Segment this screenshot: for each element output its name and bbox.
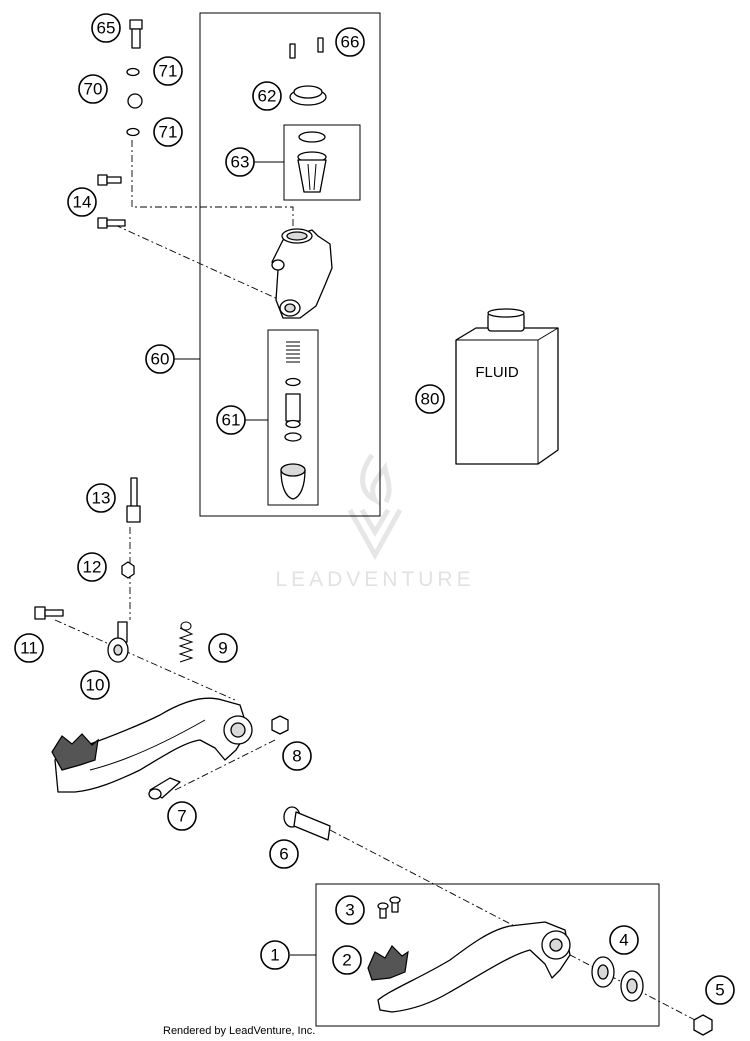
svg-text:7: 7	[177, 807, 186, 826]
membrane-63	[297, 131, 327, 193]
callout-71-top: 71	[153, 56, 183, 86]
svg-text:4: 4	[619, 931, 628, 950]
sealing-washer-71-top	[126, 67, 140, 77]
bearings-4	[591, 956, 644, 1002]
sealing-washer-71-bottom	[126, 127, 140, 137]
bolt-11	[34, 606, 64, 620]
svg-text:63: 63	[231, 153, 250, 172]
svg-text:3: 3	[345, 901, 354, 920]
callout-71-bottom: 71	[153, 117, 183, 147]
callout-9: 9	[208, 633, 238, 663]
svg-text:70: 70	[84, 80, 103, 99]
step-plate-2	[367, 945, 409, 981]
push-rod-13	[126, 477, 141, 523]
svg-text:13: 13	[92, 489, 111, 508]
callout-65: 65	[91, 13, 121, 43]
clevis-joint-10	[107, 621, 129, 663]
nut-8	[271, 715, 289, 735]
callout-12: 12	[77, 552, 107, 582]
svg-text:12: 12	[83, 558, 102, 577]
callout-5: 5	[705, 975, 735, 1005]
svg-text:10: 10	[86, 676, 105, 695]
callout-4: 4	[609, 925, 639, 955]
svg-text:65: 65	[97, 19, 116, 38]
watermark-text: LEADVENTURE	[275, 568, 474, 591]
callout-61: 61	[216, 405, 246, 435]
svg-text:5: 5	[715, 981, 724, 1000]
reservoir-cap-62	[289, 85, 327, 106]
nut-12	[121, 561, 135, 579]
svg-text:8: 8	[292, 747, 301, 766]
screw-14-bottom	[97, 217, 126, 229]
svg-text:71: 71	[159, 62, 178, 81]
callout-14: 14	[67, 187, 97, 217]
callout-80: 80	[415, 384, 445, 414]
svg-text:62: 62	[258, 87, 277, 106]
brake-line-70	[81, 93, 143, 122]
nut-5	[693, 1014, 713, 1036]
svg-text:2: 2	[342, 951, 351, 970]
watermark: LEADVENTURE	[275, 453, 474, 591]
callout-8: 8	[282, 741, 312, 771]
svg-text:80: 80	[421, 390, 440, 409]
callout-2: 2	[332, 945, 362, 975]
svg-text:14: 14	[73, 193, 92, 212]
svg-text:9: 9	[218, 639, 227, 658]
brake-pedal-assembled	[51, 697, 253, 793]
screw-66-b	[317, 37, 324, 53]
return-spring-9	[178, 621, 194, 663]
callout-63: 63	[225, 147, 255, 177]
brake-pedal-1	[377, 921, 571, 1013]
callout-13: 13	[86, 483, 116, 513]
svg-text:71: 71	[159, 123, 178, 142]
watermark-flame-logo	[347, 453, 403, 561]
banjo-bolt-65	[129, 19, 143, 49]
callout-10: 10	[80, 670, 110, 700]
pivot-bolt-6	[283, 806, 331, 841]
footer-credit: Rendered by LeadVenture, Inc.	[163, 1025, 315, 1037]
callout-11: 11	[14, 633, 44, 663]
callout-1: 1	[260, 940, 290, 970]
callout-6: 6	[269, 839, 299, 869]
svg-text:60: 60	[151, 350, 170, 369]
callout-60: 60	[145, 344, 175, 374]
callout-70: 70	[78, 74, 108, 104]
piston-kit-61	[280, 341, 306, 500]
callout-3: 3	[335, 895, 365, 925]
master-cylinder-group-box	[199, 12, 381, 517]
fluid-label: FLUID	[475, 364, 519, 381]
screw-14-top	[97, 174, 122, 186]
piston-kit-box	[267, 329, 319, 506]
svg-text:61: 61	[222, 411, 241, 430]
brake-fluid-bottle-80: FLUID	[455, 308, 559, 465]
callout-62: 62	[252, 81, 282, 111]
leader-lines	[174, 161, 316, 956]
screw-66-a	[289, 43, 296, 59]
master-cylinder-body	[271, 228, 333, 319]
callout-66: 66	[335, 27, 365, 57]
screws-3	[377, 896, 401, 919]
svg-text:1: 1	[270, 946, 279, 965]
svg-text:6: 6	[279, 845, 288, 864]
svg-text:11: 11	[20, 639, 38, 658]
callout-7: 7	[167, 801, 197, 831]
bushing-7	[148, 777, 181, 800]
svg-text:66: 66	[341, 33, 360, 52]
